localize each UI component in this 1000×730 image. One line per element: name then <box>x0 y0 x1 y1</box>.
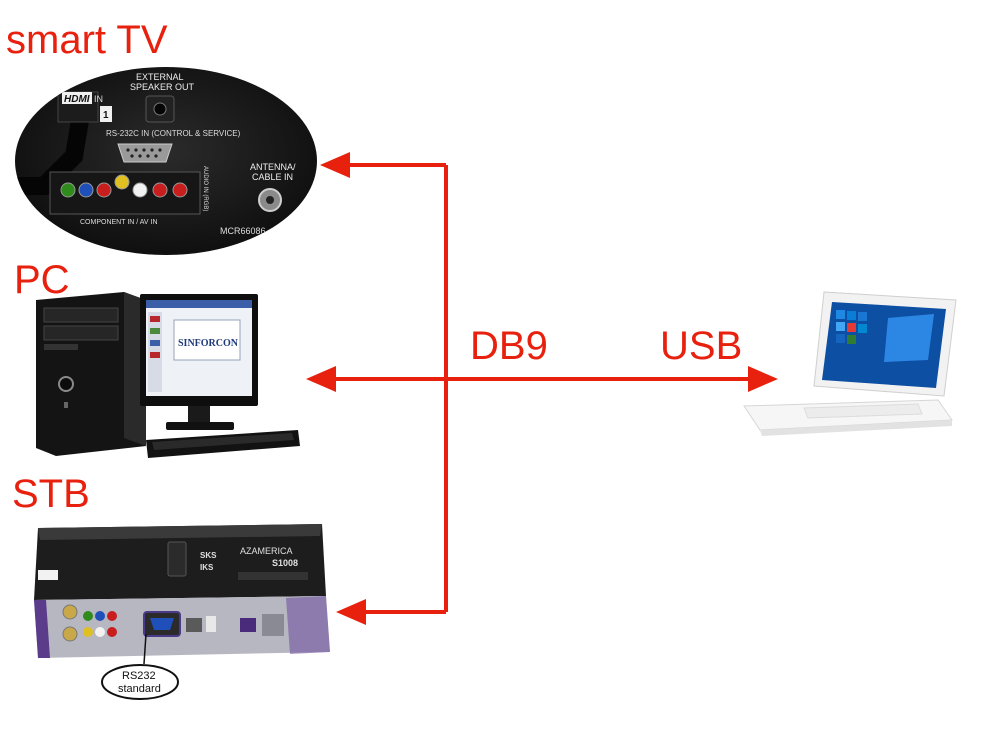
label-db9: DB9 <box>470 324 548 368</box>
label-pc: PC <box>14 258 70 302</box>
tv-cable-in-text: CABLE IN <box>252 172 293 182</box>
smart-tv-rear-panel: HDMI IN 1 EXTERNAL SPEAKER OUT RS-232C I… <box>15 67 317 255</box>
stb-sks-text: SKS <box>200 551 217 560</box>
stb-iks-text: IKS <box>200 563 214 572</box>
arrow-to-smart-tv <box>320 152 350 178</box>
label-usb: USB <box>660 324 743 368</box>
stb-brand-text: AZAMERICA <box>240 546 293 556</box>
rs232-callout-line1: RS232 <box>122 670 156 682</box>
pc-illustration: SINFORCON <box>36 292 300 458</box>
tv-external-text: EXTERNAL <box>136 72 184 82</box>
pc-screen-logo: SINFORCON <box>178 338 239 349</box>
stb-model-text: S1008 <box>272 558 298 568</box>
rs232-callout: RS232 standard <box>101 633 179 700</box>
laptop-illustration <box>743 291 957 436</box>
tv-audio-in-text: AUDIO IN (RGB) <box>202 166 208 211</box>
tv-model-text: MCR66086 <box>220 226 266 236</box>
tv-rs232c-text: RS-232C IN (CONTROL & SERVICE) <box>106 129 241 138</box>
tv-port-number: 1 <box>103 110 109 121</box>
label-stb: STB <box>12 472 90 516</box>
rs232-callout-line2: standard <box>118 683 161 695</box>
stb-illustration: SKS IKS AZAMERICA S1008 <box>34 524 330 658</box>
arrow-to-stb <box>336 599 366 625</box>
tv-speaker-out-text: SPEAKER OUT <box>130 82 195 92</box>
tv-hdmi-text: HDMI <box>64 94 90 105</box>
tv-component-text: COMPONENT IN / AV IN <box>80 219 158 226</box>
label-smart-tv: smart TV <box>6 18 168 62</box>
tv-antenna-text: ANTENNA/ <box>250 162 296 172</box>
arrow-to-laptop <box>748 366 778 392</box>
arrow-to-pc <box>306 366 336 392</box>
tv-hdmi-in-text: IN <box>94 94 103 104</box>
